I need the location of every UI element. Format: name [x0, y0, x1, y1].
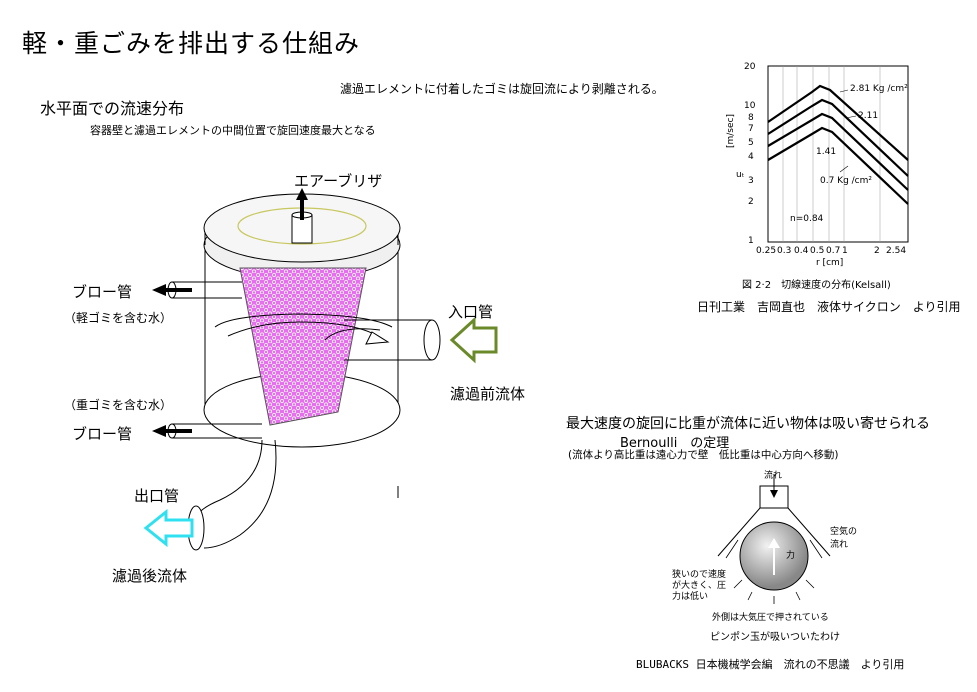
ytick: 3 — [748, 176, 754, 186]
xtick: 2.54 — [886, 246, 907, 256]
label-blow-pipe-upper: ブロー管 — [72, 283, 133, 301]
graph-xlabel: r [cm] — [816, 258, 844, 268]
ytick: 10 — [744, 101, 756, 111]
xtick: 0.3 — [777, 246, 792, 256]
outlet-pipe — [195, 439, 263, 521]
xtick: 1 — [842, 246, 848, 256]
label-flow: 流れ — [764, 471, 783, 481]
outlet-arrow — [143, 508, 194, 548]
bernoulli-source: BLUBACKS 日本機械学会編 流れの不思議 より引用 — [636, 658, 905, 671]
xtick: 0.25 — [756, 246, 777, 256]
ytick: 2 — [748, 197, 754, 207]
graph-caption: 図 2·2 切線速度の分布(Kelsall) — [742, 280, 891, 291]
label-heavy-dust-water: （重ゴミを含む水） — [64, 398, 173, 412]
pingpong-caption: ピンポン玉が吸いついたわけ — [710, 632, 840, 643]
ytick: 8 — [748, 113, 754, 123]
bernoulli-line1: 最大速度の旋回に比重が流体に近い物体は吸い寄せられる — [566, 416, 930, 432]
label-pre-filter-fluid: 濾過前流体 — [450, 385, 526, 403]
graph-n-label: n=0.84 — [790, 214, 824, 224]
ytick: 4 — [748, 152, 754, 162]
xtick: 0.7 — [826, 246, 841, 256]
label-blow-pipe-lower: ブロー管 — [72, 425, 133, 443]
label-light-dust-water: （軽ゴミを含む水） — [64, 311, 173, 325]
label-inlet: 入口管 — [448, 303, 494, 321]
filter-element — [239, 267, 367, 426]
label-outer-pressure: 外側は大気圧で押されている — [712, 613, 829, 623]
graph-source: 日刊工業 吉岡直也 液体サイクロン より引用 — [697, 300, 961, 314]
ytick: 20 — [744, 62, 756, 72]
label-air-breather: エアーブリザ — [294, 172, 383, 190]
label-outlet: 出口管 — [134, 487, 180, 505]
graph-ylabel: [m/sec] — [726, 114, 736, 148]
section-subheading: 容器壁と濾過エレメントの中間位置で旋回速度最大となる — [90, 124, 376, 137]
label-narrow: 狭いので速度が大きく、圧力は低い — [672, 570, 727, 602]
swirl-ring — [214, 313, 393, 328]
bernoulli-line3: (流体より高比重は遠心力で壁 低比重は中心方向へ移動) — [568, 449, 839, 461]
top-note: 濾過エレメントに付着したゴミは旋回流により剥離される。 — [340, 82, 664, 96]
page-title: 軽・重ごみを排出する仕組み — [22, 29, 361, 58]
curve-label: 1.41 — [816, 147, 837, 157]
label-post-filter-fluid: 濾過後流体 — [112, 567, 188, 585]
ytick: 1 — [748, 236, 754, 246]
xtick: 0.5 — [810, 246, 825, 256]
curve-label: 2.81 Kg /cm² — [850, 84, 908, 94]
section-heading: 水平面での流速分布 — [40, 99, 185, 118]
xtick: 0.4 — [794, 246, 809, 256]
label-air-flow: 空気の流れ — [830, 527, 858, 550]
graph-ysym: uₜ — [736, 170, 745, 180]
curve-label: 0.7 Kg /cm² — [820, 176, 873, 186]
ytick: 7 — [748, 124, 754, 134]
ytick: 5 — [748, 138, 754, 148]
xtick: 2 — [874, 246, 880, 256]
curve-label: 2.11 — [858, 111, 879, 121]
label-force: 力 — [786, 551, 796, 561]
bernoulli-line2: Bernoulli の定理 — [620, 436, 730, 451]
inlet-arrow — [449, 316, 498, 364]
